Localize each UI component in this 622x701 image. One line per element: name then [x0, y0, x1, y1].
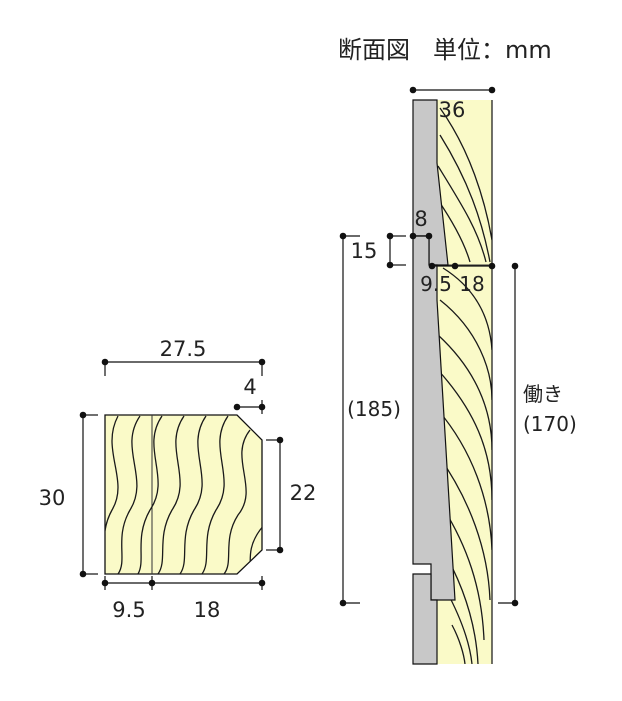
diagram-title: 断面図: [338, 36, 410, 64]
dim-working-label: 働き: [523, 382, 563, 406]
lower-board-profile: [412, 573, 438, 665]
dim-overall: (185): [347, 397, 401, 421]
dim-height: 30: [39, 486, 66, 510]
dim-step-height: 15: [351, 239, 378, 263]
left-wood-profile: [104, 414, 263, 575]
dim-width-total: 27.5: [160, 337, 207, 361]
dim-step-width: 8: [414, 207, 427, 231]
main-board-profile: [412, 235, 456, 601]
dim-top: 36: [439, 98, 466, 122]
right-section: 36 8 15 9.5 18 (185) 働き (170): [339, 86, 577, 665]
dim-bottom-a: 9.5: [112, 598, 145, 622]
dim-chamfer: 4: [243, 375, 256, 399]
dim-right-a: 9.5: [420, 272, 452, 296]
dim-right-b: 18: [459, 272, 484, 296]
left-section: 27.5 4 30 22 9.5 18: [39, 337, 317, 622]
unit-label: 単位：mm: [433, 36, 552, 64]
dim-height-inner: 22: [290, 481, 317, 505]
dim-bottom-b: 18: [194, 598, 221, 622]
dim-working-value: (170): [523, 412, 577, 436]
